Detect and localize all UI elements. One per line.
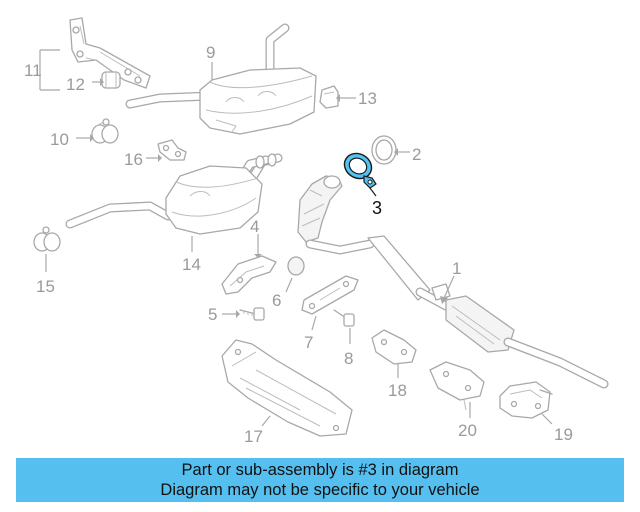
part-5-bolt (239, 307, 265, 321)
part-2-gasket (371, 135, 397, 165)
callout-6: 6 (272, 291, 281, 310)
leader-6 (285, 277, 293, 293)
callout-12: 12 (66, 75, 85, 94)
callout-19: 19 (554, 425, 573, 444)
callout-20: 20 (458, 421, 477, 440)
leader-17 (261, 415, 271, 427)
callout-9: 9 (206, 43, 215, 62)
callout-17: 17 (244, 427, 263, 446)
callout-15: 15 (36, 277, 55, 296)
part-16-small-bracket (157, 139, 187, 161)
leader-11 (39, 49, 60, 91)
part-14-center-muffler (65, 153, 283, 235)
callout-8: 8 (344, 349, 353, 368)
part-13-rubber-buffer (319, 85, 339, 109)
part-19-bracket (499, 381, 553, 419)
part-1-front-pipe-converter (297, 175, 609, 389)
banner-line-1: Part or sub-assembly is #3 in diagram (181, 461, 459, 479)
callout-10: 10 (50, 130, 69, 149)
part-8-bolt (333, 309, 355, 327)
callout-2: 2 (412, 145, 421, 164)
part-9-rear-muffler (125, 23, 317, 135)
leader-3 (369, 187, 377, 197)
callout-13: 13 (358, 89, 377, 108)
part-12-rubber-mount (101, 71, 121, 89)
part-7-mounting-bar (301, 275, 359, 315)
callout-11: 11 (24, 61, 42, 80)
callout-7: 7 (304, 333, 313, 352)
callout-18: 18 (388, 381, 407, 400)
part-4-heat-shield-bracket (221, 255, 277, 295)
info-banner: Part or sub-assembly is #3 in diagram Di… (16, 458, 624, 502)
callout-3: 3 (372, 198, 382, 218)
leader-7 (311, 315, 317, 331)
exhaust-parts-diagram: 11 12 9 13 10 16 (24, 17, 609, 446)
callout-4: 4 (250, 217, 259, 236)
callout-5: 5 (208, 305, 217, 324)
banner-line-2: Diagram may not be specific to your vehi… (160, 481, 480, 499)
part-3-clamp-highlighted (343, 152, 377, 189)
callout-1: 1 (452, 259, 461, 278)
leader-19 (541, 413, 553, 425)
callout-16: 16 (124, 150, 143, 169)
part-15-clamp (33, 226, 61, 252)
part-17-heat-shield (221, 339, 353, 437)
part-11-mounting-bracket (69, 17, 151, 89)
part-6-rubber-bump (287, 256, 305, 276)
part-18-bracket (371, 329, 417, 365)
part-20-bracket (429, 361, 485, 411)
callout-14: 14 (182, 255, 201, 274)
part-10-clamp (91, 118, 119, 144)
leader-1 (443, 275, 455, 299)
